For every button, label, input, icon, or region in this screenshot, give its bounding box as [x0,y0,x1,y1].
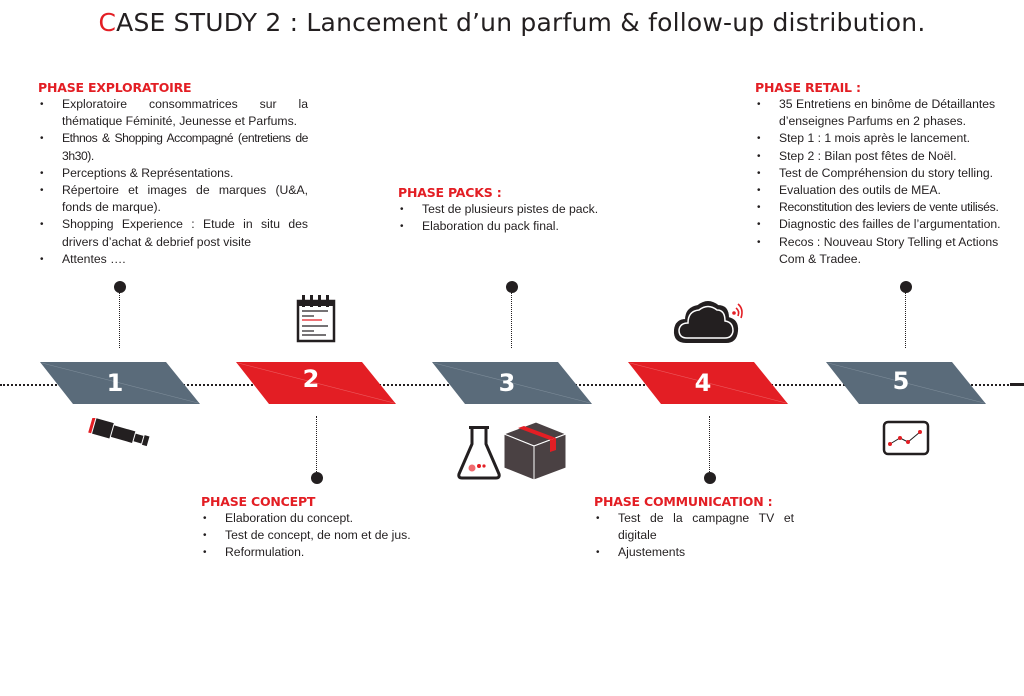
list-item: Test de la campagne TV et digitale [594,510,794,544]
package-box-icon [502,421,568,481]
step-number: 1 [106,369,124,397]
list-item: 35 Entretiens en binôme de Détaillantes … [755,96,1017,130]
connector-line [511,292,512,348]
list-item: Recos : Nouveau Story Telling et Actions… [755,234,1017,268]
step-shape [236,362,396,404]
list-item: Test de concept, de nom et de jus. [201,527,431,544]
phase-items: Elaboration du concept. Test de concept,… [201,510,431,562]
phase-items: Test de la campagne TV et digitale Ajust… [594,510,794,562]
list-item: Ajustements [594,544,794,561]
list-item: Evaluation des outils de MEA. [755,182,1017,199]
step-5[interactable]: 5 [826,362,986,404]
list-item: Reformulation. [201,544,431,561]
phase-items: 35 Entretiens en binôme de Détaillantes … [755,96,1017,268]
cloud-signal-icon [673,301,743,343]
phase-items: Exploratoire consommatrices sur la théma… [38,96,308,268]
connector-line [316,416,317,472]
list-item: Répertoire et images de marques (U&A, fo… [38,182,308,216]
step-shape [432,362,592,404]
connector-dot [311,472,323,484]
phase-communication: PHASE COMMUNICATION : Test de la campagn… [594,494,794,562]
phase-title: PHASE EXPLORATOIRE [38,80,192,95]
page-title: CASE STUDY 2 : Lancement d’un parfum & f… [0,8,1024,37]
list-item: Shopping Experience : Etude in situ des … [38,216,308,250]
step-number: 3 [498,369,516,397]
phase-concept: PHASE CONCEPT Elaboration du concept. Te… [201,494,431,562]
title-text: ASE STUDY 2 : Lancement d’un parfum & fo… [116,8,926,37]
phase-title: PHASE CONCEPT [201,494,316,509]
step-1[interactable]: 1 [40,362,200,404]
connector-dot [114,281,126,293]
list-item: Step 2 : Bilan post fêtes de Noël. [755,148,1017,165]
connector-line [709,416,710,472]
phase-exploratoire: PHASE EXPLORATOIRE Exploratoire consomma… [38,80,308,268]
timeline-end-marker [1010,383,1024,386]
connector-dot [704,472,716,484]
list-item: Ethnos & Shopping Accompagné (entretiens… [38,130,308,164]
phase-title: PHASE PACKS : [398,185,502,200]
connector-dot [900,281,912,293]
list-item: Reconstitution des leviers de vente util… [755,199,1017,216]
step-4[interactable]: 4 [628,362,788,404]
step-2[interactable]: 2 [236,362,396,404]
phase-retail: PHASE RETAIL : 35 Entretiens en binôme d… [755,80,1017,268]
phase-title: PHASE COMMUNICATION : [594,494,773,509]
step-3[interactable]: 3 [432,362,592,404]
phase-title: PHASE RETAIL : [755,80,861,95]
connector-line [905,292,906,348]
step-number: 5 [892,367,910,395]
step-number: 4 [694,369,712,397]
list-item: Elaboration du concept. [201,510,431,527]
list-item: Test de plusieurs pistes de pack. [398,201,618,218]
connector-dot [506,281,518,293]
line-chart-icon [882,420,930,456]
list-item: Diagnostic des failles de l’argumentatio… [755,216,1017,233]
list-item: Test de Compréhension du story telling. [755,165,1017,182]
list-item: Perceptions & Représentations. [38,165,308,182]
list-item: Step 1 : 1 mois après le lancement. [755,130,1017,147]
step-shape [628,362,788,404]
title-first-letter: C [98,8,117,37]
phase-items: Test de plusieurs pistes de pack. Elabor… [398,201,618,236]
list-item: Exploratoire consommatrices sur la théma… [38,96,308,130]
step-shape [40,362,200,404]
phase-packs: PHASE PACKS : Test de plusieurs pistes d… [398,185,618,236]
telescope-icon [88,418,150,447]
step-shape [826,362,986,404]
flask-icon [457,426,501,480]
notepad-icon [296,295,336,343]
connector-line [119,292,120,348]
step-number: 2 [302,365,320,393]
list-item: Attentes …. [38,251,308,268]
list-item: Elaboration du pack final. [398,218,618,235]
